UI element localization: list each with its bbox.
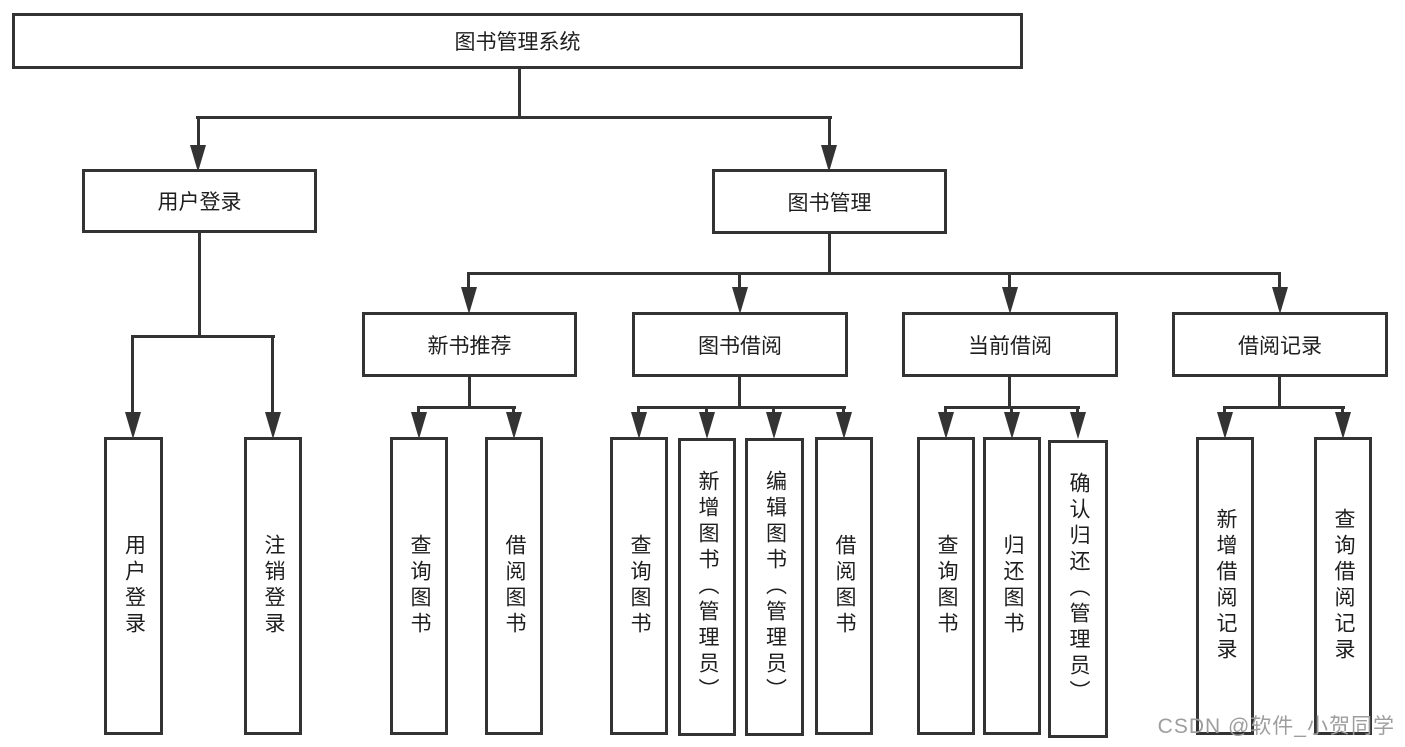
connector-line: [738, 272, 741, 292]
connector-line: [518, 68, 521, 118]
leaf-add-book-admin: 新增图书（管理员）: [678, 438, 736, 736]
connector-line: [1008, 272, 1011, 292]
node-user-login: 用户登录: [82, 169, 317, 233]
leaf-return-book: 归还图书: [983, 437, 1041, 735]
connector-line: [197, 116, 200, 154]
connector-line: [637, 406, 846, 409]
connector-arrowhead: [938, 412, 954, 439]
connector-arrowhead: [125, 412, 141, 439]
connector-arrowhead: [631, 412, 647, 439]
connector-arrowhead: [411, 412, 427, 439]
connector-line: [1223, 406, 1345, 409]
csdn-watermark: CSDN @软件_小贺同学: [1157, 715, 1395, 738]
node-new-book-recommend: 新书推荐: [362, 312, 577, 377]
node-book-management: 图书管理: [712, 169, 947, 234]
leaf-query-books-current: 查询图书: [917, 437, 975, 735]
connector-line: [828, 234, 831, 274]
connector-line: [467, 272, 470, 292]
connector-line: [467, 272, 1281, 275]
connector-arrowhead: [766, 412, 782, 439]
connector-line: [1278, 377, 1281, 408]
leaf-query-books-borrow: 查询图书: [610, 437, 668, 735]
node-book-borrow: 图书借阅: [632, 312, 848, 377]
leaf-add-borrow-record: 新增借阅记录: [1196, 437, 1254, 735]
connector-line: [828, 116, 831, 154]
node-current-borrow: 当前借阅: [902, 312, 1118, 377]
connector-arrowhead: [1002, 287, 1018, 314]
connector-arrowhead: [265, 412, 281, 439]
connector-line: [198, 233, 201, 337]
connector-line: [1008, 377, 1011, 408]
leaf-logout: 注销登录: [244, 437, 302, 735]
connector-arrowhead: [190, 145, 206, 172]
connector-arrowhead: [1070, 412, 1086, 439]
node-root: 图书管理系统: [12, 13, 1023, 69]
leaf-confirm-return-admin: 确认归还（管理员）: [1048, 440, 1108, 738]
connector-line: [131, 335, 134, 415]
connector-arrowhead: [506, 412, 522, 439]
connector-arrowhead: [1335, 412, 1351, 439]
leaf-borrow-books-borrow: 借阅图书: [815, 437, 873, 735]
connector-arrowhead: [1217, 412, 1233, 439]
connector-line: [131, 335, 275, 338]
leaf-edit-book-admin: 编辑图书（管理员）: [745, 438, 804, 736]
connector-arrowhead: [699, 412, 715, 439]
connector-line: [271, 335, 274, 415]
leaf-query-borrow-record: 查询借阅记录: [1314, 437, 1372, 735]
connector-arrowhead: [461, 287, 477, 314]
connector-line: [417, 406, 516, 409]
connector-arrowhead: [836, 412, 852, 439]
node-borrow-records: 借阅记录: [1172, 312, 1388, 377]
connector-line: [1278, 272, 1281, 292]
connector-line: [468, 377, 471, 408]
leaf-user-login: 用户登录: [104, 437, 163, 735]
connector-arrowhead: [821, 145, 837, 172]
leaf-query-books-recommend: 查询图书: [390, 437, 448, 735]
connector-arrowhead: [732, 287, 748, 314]
connector-arrowhead: [1272, 287, 1288, 314]
leaf-borrow-books-recommend: 借阅图书: [485, 437, 543, 735]
connector-line: [196, 116, 832, 119]
connector-arrowhead: [1004, 412, 1020, 439]
connector-line: [738, 377, 741, 408]
